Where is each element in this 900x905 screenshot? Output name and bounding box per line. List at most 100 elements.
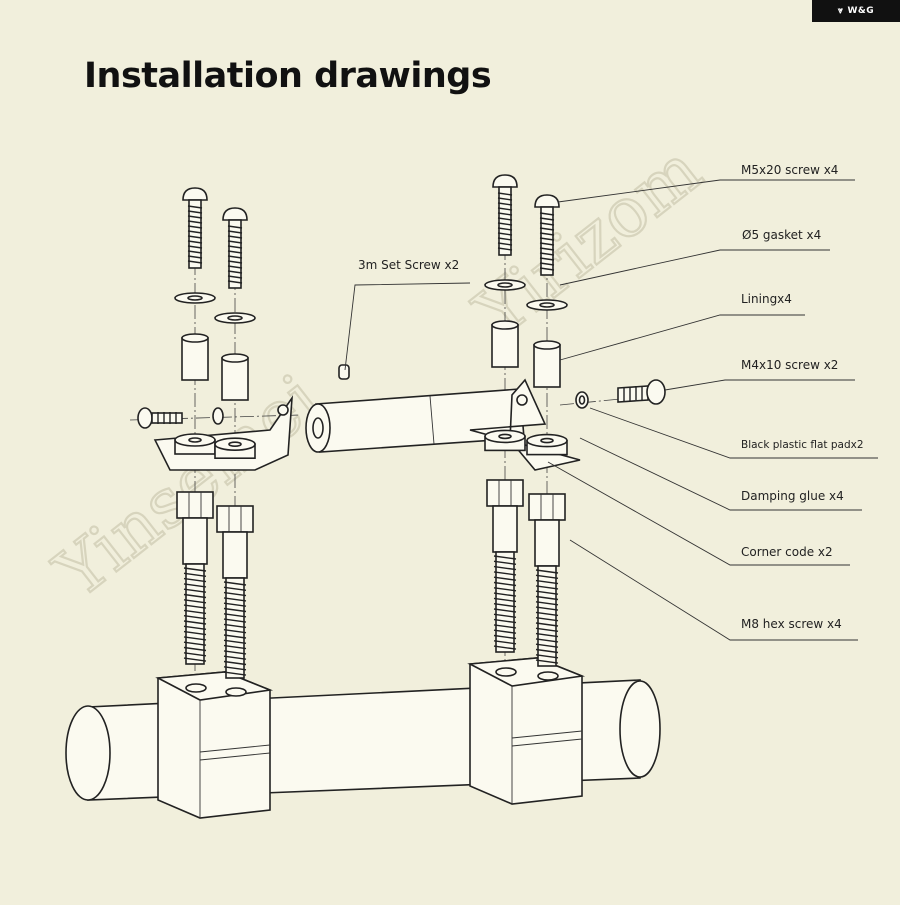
callout-damping-glue: Damping glue x4 (741, 489, 844, 503)
page-title: Installation drawings (84, 56, 492, 96)
screw-thread (187, 220, 203, 224)
damping-glue-hole (498, 433, 512, 440)
m8-thread (493, 634, 517, 640)
screw-thread (539, 227, 555, 231)
m8-thread (183, 625, 207, 630)
m5x20-screw-head (492, 174, 518, 188)
m8-thread (183, 646, 207, 652)
m8-hex-head (216, 505, 254, 533)
tube-left-end (65, 705, 111, 801)
m8-thread (493, 560, 517, 565)
m8-thread (223, 666, 247, 671)
m8-thread (183, 620, 207, 625)
screw-thread (539, 267, 555, 271)
m8-thread (493, 555, 517, 560)
m8-thread (535, 654, 559, 659)
screw-thread (497, 202, 513, 206)
m8-thread (183, 615, 207, 620)
m8-thread (493, 618, 517, 624)
screw-thread (497, 232, 513, 236)
callout-m5x20: M5x20 screw x4 (741, 163, 839, 177)
lining-sleeve (491, 324, 519, 368)
m8-thread (223, 607, 247, 613)
set-screw (338, 364, 350, 380)
screw-thread (497, 207, 513, 211)
screw-thread (497, 242, 513, 246)
screw-thread (187, 225, 203, 229)
left-side-screw (137, 407, 183, 429)
gasket-hole (497, 282, 513, 288)
m8-collar (534, 519, 560, 567)
screw-thread (497, 237, 513, 241)
m8-thread (535, 569, 559, 574)
m8-thread (535, 606, 559, 611)
screw-thread (539, 217, 555, 221)
m8-thread (493, 571, 517, 576)
m8-thread (183, 652, 207, 657)
screw-thread (227, 235, 243, 239)
m8-thread (535, 648, 559, 654)
screw-thread (497, 212, 513, 216)
m8-collar (492, 505, 518, 553)
brand-badge: ⩔ W&G (812, 0, 900, 22)
screw-thread (539, 242, 555, 246)
m8-thread (493, 592, 517, 597)
m8-thread (183, 567, 207, 572)
screw-thread (497, 197, 513, 201)
fastener-stack-4 (526, 194, 568, 667)
screw-thread (497, 217, 513, 221)
m8-thread (223, 644, 247, 650)
m8-thread (535, 617, 559, 622)
m8-thread (223, 671, 247, 676)
lining-sleeve (221, 357, 249, 401)
riser-bar (305, 388, 525, 453)
screw-thread (539, 212, 555, 216)
m5x20-screw-head (182, 187, 208, 201)
lining-top (533, 340, 561, 350)
m8-thread (183, 609, 207, 615)
damping-glue-hole (228, 441, 242, 448)
m8-thread (493, 576, 517, 581)
m8-thread (493, 565, 517, 571)
screw-thread (227, 250, 243, 254)
callout-corner-code: Corner code x2 (741, 545, 833, 559)
m8-thread (183, 641, 207, 646)
m8-hex-head (486, 479, 524, 507)
m8-hex-head (176, 491, 214, 519)
callout-m8: M8 hex screw x4 (741, 617, 842, 631)
tube-right-end (619, 680, 661, 778)
m8-thread (535, 632, 559, 638)
m8-thread (183, 636, 207, 641)
screw-thread (187, 205, 203, 209)
screw-thread (227, 240, 243, 244)
m8-thread (493, 587, 517, 592)
screw-thread (187, 215, 203, 219)
gasket-hole (187, 295, 203, 301)
screw-thread (187, 250, 203, 254)
m8-thread (223, 581, 247, 586)
callout-gasket: Ø5 gasket x4 (742, 228, 822, 242)
callout-m4x10: M4x10 screw x2 (741, 358, 839, 372)
callout-flat-pad: Black plastic flat padx2 (741, 439, 864, 451)
m8-thread (493, 603, 517, 608)
lining-sleeve (181, 337, 209, 381)
screw-thread (539, 222, 555, 226)
m8-thread (183, 588, 207, 593)
left-flat-pad (212, 407, 224, 425)
callout-lining: Liningx4 (741, 292, 792, 306)
right-side-screw (617, 379, 666, 405)
m8-thread (493, 581, 517, 587)
m8-thread (493, 613, 517, 618)
right-flat-pad (575, 391, 589, 409)
m8-thread (223, 639, 247, 644)
screw-thread (539, 237, 555, 241)
m8-thread (223, 629, 247, 634)
screw-thread (497, 222, 513, 226)
screw-thread (227, 280, 243, 284)
screw-thread (187, 240, 203, 244)
m8-thread (493, 597, 517, 603)
m8-thread (493, 608, 517, 613)
m8-thread (493, 645, 517, 650)
m8-thread (493, 629, 517, 634)
gasket-hole (539, 302, 555, 308)
